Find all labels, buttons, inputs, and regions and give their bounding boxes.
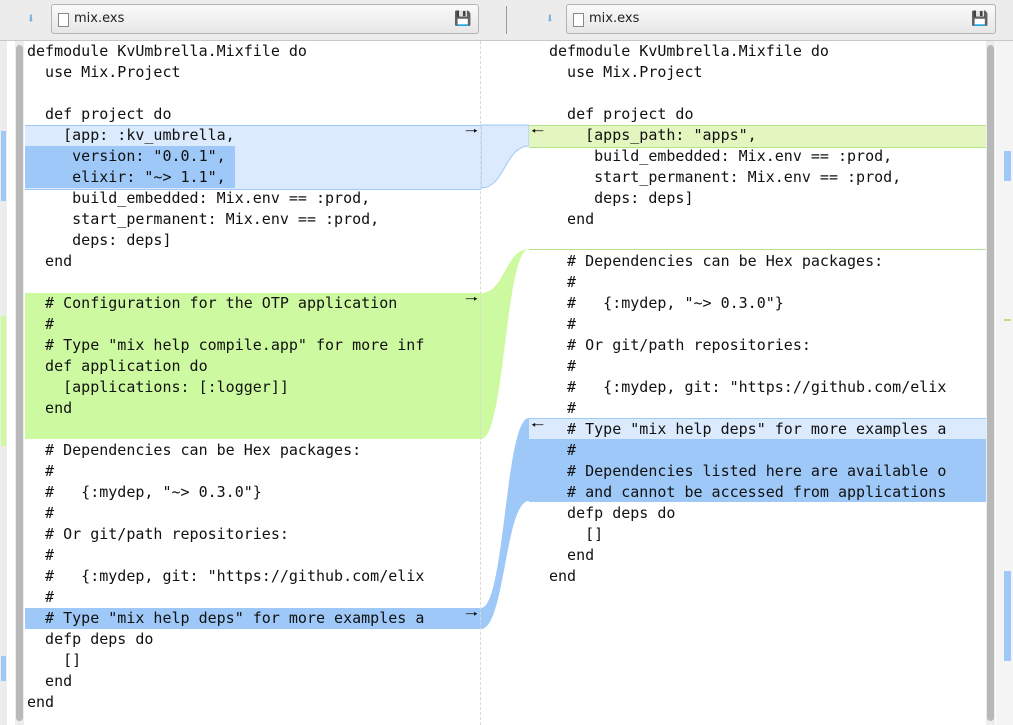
right-code-line[interactable]: # Or git/path repositories: <box>549 336 811 354</box>
right-code-line[interactable]: end <box>549 210 595 228</box>
left-overview-gutter[interactable] <box>0 41 7 725</box>
left-code-line[interactable]: # Configuration for the OTP application <box>27 294 398 312</box>
left-code-line[interactable]: # <box>27 546 55 564</box>
right-code-line[interactable]: # Dependencies can be Hex packages: <box>549 252 884 270</box>
diff-connector-curves <box>481 124 529 629</box>
left-code-line[interactable]: defmodule KvUmbrella.Mixfile do <box>27 42 307 60</box>
left-code-line[interactable]: end <box>27 252 73 270</box>
right-code-line[interactable]: defmodule KvUmbrella.Mixfile do <box>549 42 829 60</box>
push-right-arrow-icon[interactable]: 🠒 <box>465 605 479 623</box>
left-code-line[interactable]: # {:mydep, "~> 0.3.0"} <box>27 483 262 501</box>
changed-chunk-highlight <box>25 608 481 629</box>
left-code-line[interactable]: deps: deps] <box>27 231 172 249</box>
left-code-line[interactable]: start_permanent: Mix.env == :prod, <box>27 210 380 228</box>
right-code-line[interactable]: # Dependencies listed here are available… <box>549 462 947 480</box>
left-file-chooser[interactable]: mix.exs 💾 <box>51 4 479 34</box>
push-left-arrow-icon[interactable]: 🠐 <box>531 416 545 434</box>
left-code-line[interactable] <box>27 272 424 293</box>
right-code-line[interactable]: def project do <box>549 105 694 123</box>
right-code-line[interactable] <box>549 230 946 251</box>
modified-chunk-highlight <box>529 125 986 148</box>
left-code-line[interactable]: end <box>27 672 73 690</box>
left-code-line[interactable]: elixir: "~> 1.1", <box>27 168 226 186</box>
right-file-name: mix.exs <box>589 11 640 26</box>
left-code-line[interactable]: # <box>27 504 55 522</box>
insert-marker-line <box>529 249 986 250</box>
left-editor-pane[interactable]: defmodule KvUmbrella.Mixfile do use Mix.… <box>25 41 481 725</box>
right-scrollbar[interactable] <box>986 41 995 725</box>
left-code-line[interactable] <box>27 419 424 440</box>
right-code-line[interactable]: # <box>549 273 577 291</box>
left-code-line[interactable]: def project do <box>27 105 172 123</box>
left-code-line[interactable]: use Mix.Project <box>27 63 181 81</box>
left-code-line[interactable]: # Type "mix help deps" for more examples… <box>27 609 425 627</box>
left-file-name: mix.exs <box>74 11 125 26</box>
left-code-line[interactable] <box>27 83 424 104</box>
push-right-arrow-icon[interactable]: 🠒 <box>465 290 479 308</box>
right-overview-gutter[interactable] <box>996 41 1013 725</box>
left-scrollbar[interactable] <box>15 41 24 725</box>
download-icon[interactable]: ⬇ <box>26 11 36 27</box>
left-code-line[interactable]: # <box>27 588 55 606</box>
save-icon[interactable]: 💾 <box>971 11 989 27</box>
changed-chunk-highlight <box>529 418 986 440</box>
document-icon <box>58 13 69 27</box>
right-code-line[interactable]: # and cannot be accessed from applicatio… <box>549 483 947 501</box>
right-code-line[interactable]: defp deps do <box>549 504 676 522</box>
changed-text-strong <box>25 146 235 188</box>
left-code-line[interactable]: # Dependencies can be Hex packages: <box>27 441 362 459</box>
changed-connector <box>481 418 529 629</box>
right-code-line[interactable]: # Type "mix help deps" for more examples… <box>549 420 947 438</box>
right-code-line[interactable]: # <box>549 441 577 459</box>
pane-separator <box>480 41 482 725</box>
left-code-line[interactable]: end <box>27 693 55 711</box>
left-code-line[interactable]: [applications: [:logger]] <box>27 378 289 396</box>
right-code-line[interactable]: deps: deps] <box>549 189 694 207</box>
diff-toolbar: ⬇ mix.exs 💾 ⬇ mix.exs 💾 <box>0 0 1013 41</box>
right-code-line[interactable]: end <box>549 567 577 585</box>
left-code-line[interactable]: build_embedded: Mix.env == :prod, <box>27 189 371 207</box>
changed-text-strong <box>529 439 986 502</box>
inserted-connector <box>481 249 529 439</box>
left-scrollbar-thumb[interactable] <box>16 45 23 721</box>
changed-connector <box>481 124 529 189</box>
right-scrollbar-thumb[interactable] <box>987 45 994 721</box>
left-code-line[interactable]: # <box>27 462 55 480</box>
document-icon <box>573 13 584 27</box>
right-code-line[interactable]: end <box>549 546 595 564</box>
right-code-line[interactable]: # <box>549 399 577 417</box>
right-code-line[interactable]: build_embedded: Mix.env == :prod, <box>549 147 893 165</box>
right-editor-pane[interactable]: defmodule KvUmbrella.Mixfile do use Mix.… <box>529 41 986 725</box>
right-code-line[interactable]: # <box>549 315 577 333</box>
push-left-arrow-icon[interactable]: 🠐 <box>531 122 545 140</box>
left-code-line[interactable]: def application do <box>27 357 208 375</box>
inserted-chunk-highlight <box>25 293 481 439</box>
right-code-line[interactable]: # {:mydep, "~> 0.3.0"} <box>549 294 784 312</box>
right-code-line[interactable]: # <box>549 357 577 375</box>
left-code-line[interactable]: # Or git/path repositories: <box>27 525 289 543</box>
push-right-arrow-icon[interactable]: 🠒 <box>465 122 479 140</box>
right-file-chooser[interactable]: mix.exs 💾 <box>566 4 996 34</box>
left-code-line[interactable]: [app: :kv_umbrella, <box>27 126 235 144</box>
right-code-line[interactable]: start_permanent: Mix.env == :prod, <box>549 168 902 186</box>
save-icon[interactable]: 💾 <box>454 11 472 27</box>
toolbar-divider <box>506 6 507 34</box>
right-code-line[interactable]: # {:mydep, git: "https://github.com/elix <box>549 378 947 396</box>
left-code-line[interactable]: end <box>27 399 73 417</box>
right-code-line[interactable] <box>549 83 946 104</box>
download-icon[interactable]: ⬇ <box>545 11 555 27</box>
right-code-line[interactable]: use Mix.Project <box>549 63 703 81</box>
left-code-line[interactable]: defp deps do <box>27 630 154 648</box>
left-code-line[interactable]: version: "0.0.1", <box>27 147 226 165</box>
right-code: defmodule KvUmbrella.Mixfile do use Mix.… <box>549 41 946 587</box>
right-code-line[interactable]: [apps_path: "apps", <box>549 126 757 144</box>
left-code-line[interactable]: # <box>27 315 55 333</box>
left-code-line[interactable]: [] <box>27 651 82 669</box>
left-code: defmodule KvUmbrella.Mixfile do use Mix.… <box>27 41 424 713</box>
right-code-line[interactable]: [] <box>549 525 604 543</box>
left-code-line[interactable]: # {:mydep, git: "https://github.com/elix <box>27 567 425 585</box>
left-code-line[interactable]: # Type "mix help compile.app" for more i… <box>27 336 425 354</box>
